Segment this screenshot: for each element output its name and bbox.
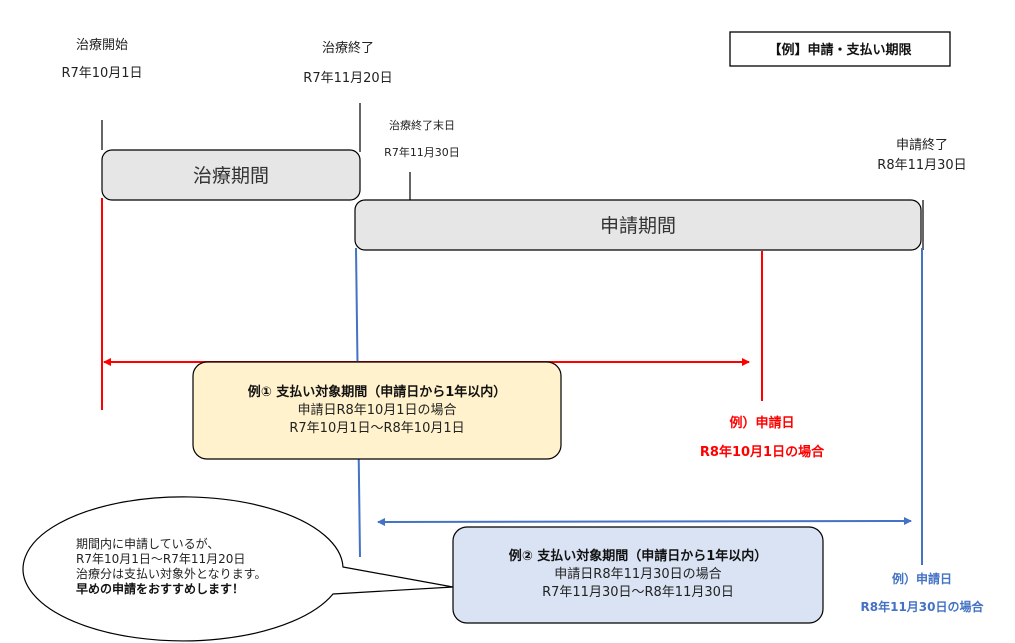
example1-marker-date: R8年10月1日の場合 xyxy=(700,444,825,460)
example1-line2: R7年10月1日～R8年10月1日 xyxy=(289,421,464,436)
example2-line1: 申請日R8年11月30日の場合 xyxy=(554,567,721,582)
example2-panel: 例② 支払い対象期間（申請日から1年以内） 申請日R8年11月30日の場合 R7… xyxy=(452,526,824,624)
example2-marker-label: 例）申請日 xyxy=(892,571,952,586)
warning-callout: 期間内に申請しているが、 R7年10月1日～R7年11月20日 治療分は支払い対… xyxy=(22,496,454,642)
milestone-label: 治療開始 xyxy=(76,38,128,53)
example2-title: 例② 支払い対象期間（申請日から1年以内） xyxy=(509,548,768,564)
milestone-label: 治療終了 xyxy=(322,40,374,56)
callout-line3: 治療分は支払い対象外となります。 xyxy=(76,567,266,581)
milestone-label: 申請終了 xyxy=(896,137,948,153)
milestone-treatment-end-month-end: 治療終了末日 R7年11月30日 xyxy=(384,118,460,200)
callout-line2: R7年10月1日～R7年11月20日 xyxy=(76,552,245,566)
milestone-date: R7年11月30日 xyxy=(384,145,460,159)
example1-title: 例① 支払い対象期間（申請日から1年以内） xyxy=(248,384,507,400)
header-box: 【例】申請・支払い期限 xyxy=(729,31,951,67)
example1-marker-label: 例）申請日 xyxy=(729,415,794,431)
milestone-application-end: 申請終了 R8年11月30日 xyxy=(877,137,967,250)
milestone-label: 治療終了末日 xyxy=(389,118,455,132)
header-title: 【例】申請・支払い期限 xyxy=(768,42,912,58)
application-period-label: 申請期間 xyxy=(600,215,676,237)
milestone-treatment-start: 治療開始 R7年10月1日 xyxy=(61,38,143,150)
example1-panel: 例① 支払い対象期間（申請日から1年以内） 申請日R8年10月1日の場合 R7年… xyxy=(192,361,562,460)
example2-marker-date: R8年11月30日の場合 xyxy=(861,599,985,614)
milestone-date: R8年11月30日 xyxy=(877,158,966,173)
milestone-treatment-end: 治療終了 R7年11月20日 xyxy=(303,40,393,152)
example1-line1: 申請日R8年10月1日の場合 xyxy=(297,403,456,418)
callout-line1: 期間内に申請しているが、 xyxy=(76,536,219,551)
callout-line4: 早めの申請をおすすめします！ xyxy=(76,581,244,596)
treatment-period-label: 治療期間 xyxy=(193,165,269,187)
treatment-period-bar: 治療期間 xyxy=(101,149,361,201)
example2-line2: R7年11月30日～R8年11月30日 xyxy=(542,585,734,600)
application-period-bar: 申請期間 xyxy=(354,199,922,251)
example2-period-arrow xyxy=(377,517,912,526)
milestone-date: R7年10月1日 xyxy=(61,66,142,81)
milestone-date: R7年11月20日 xyxy=(303,71,392,86)
